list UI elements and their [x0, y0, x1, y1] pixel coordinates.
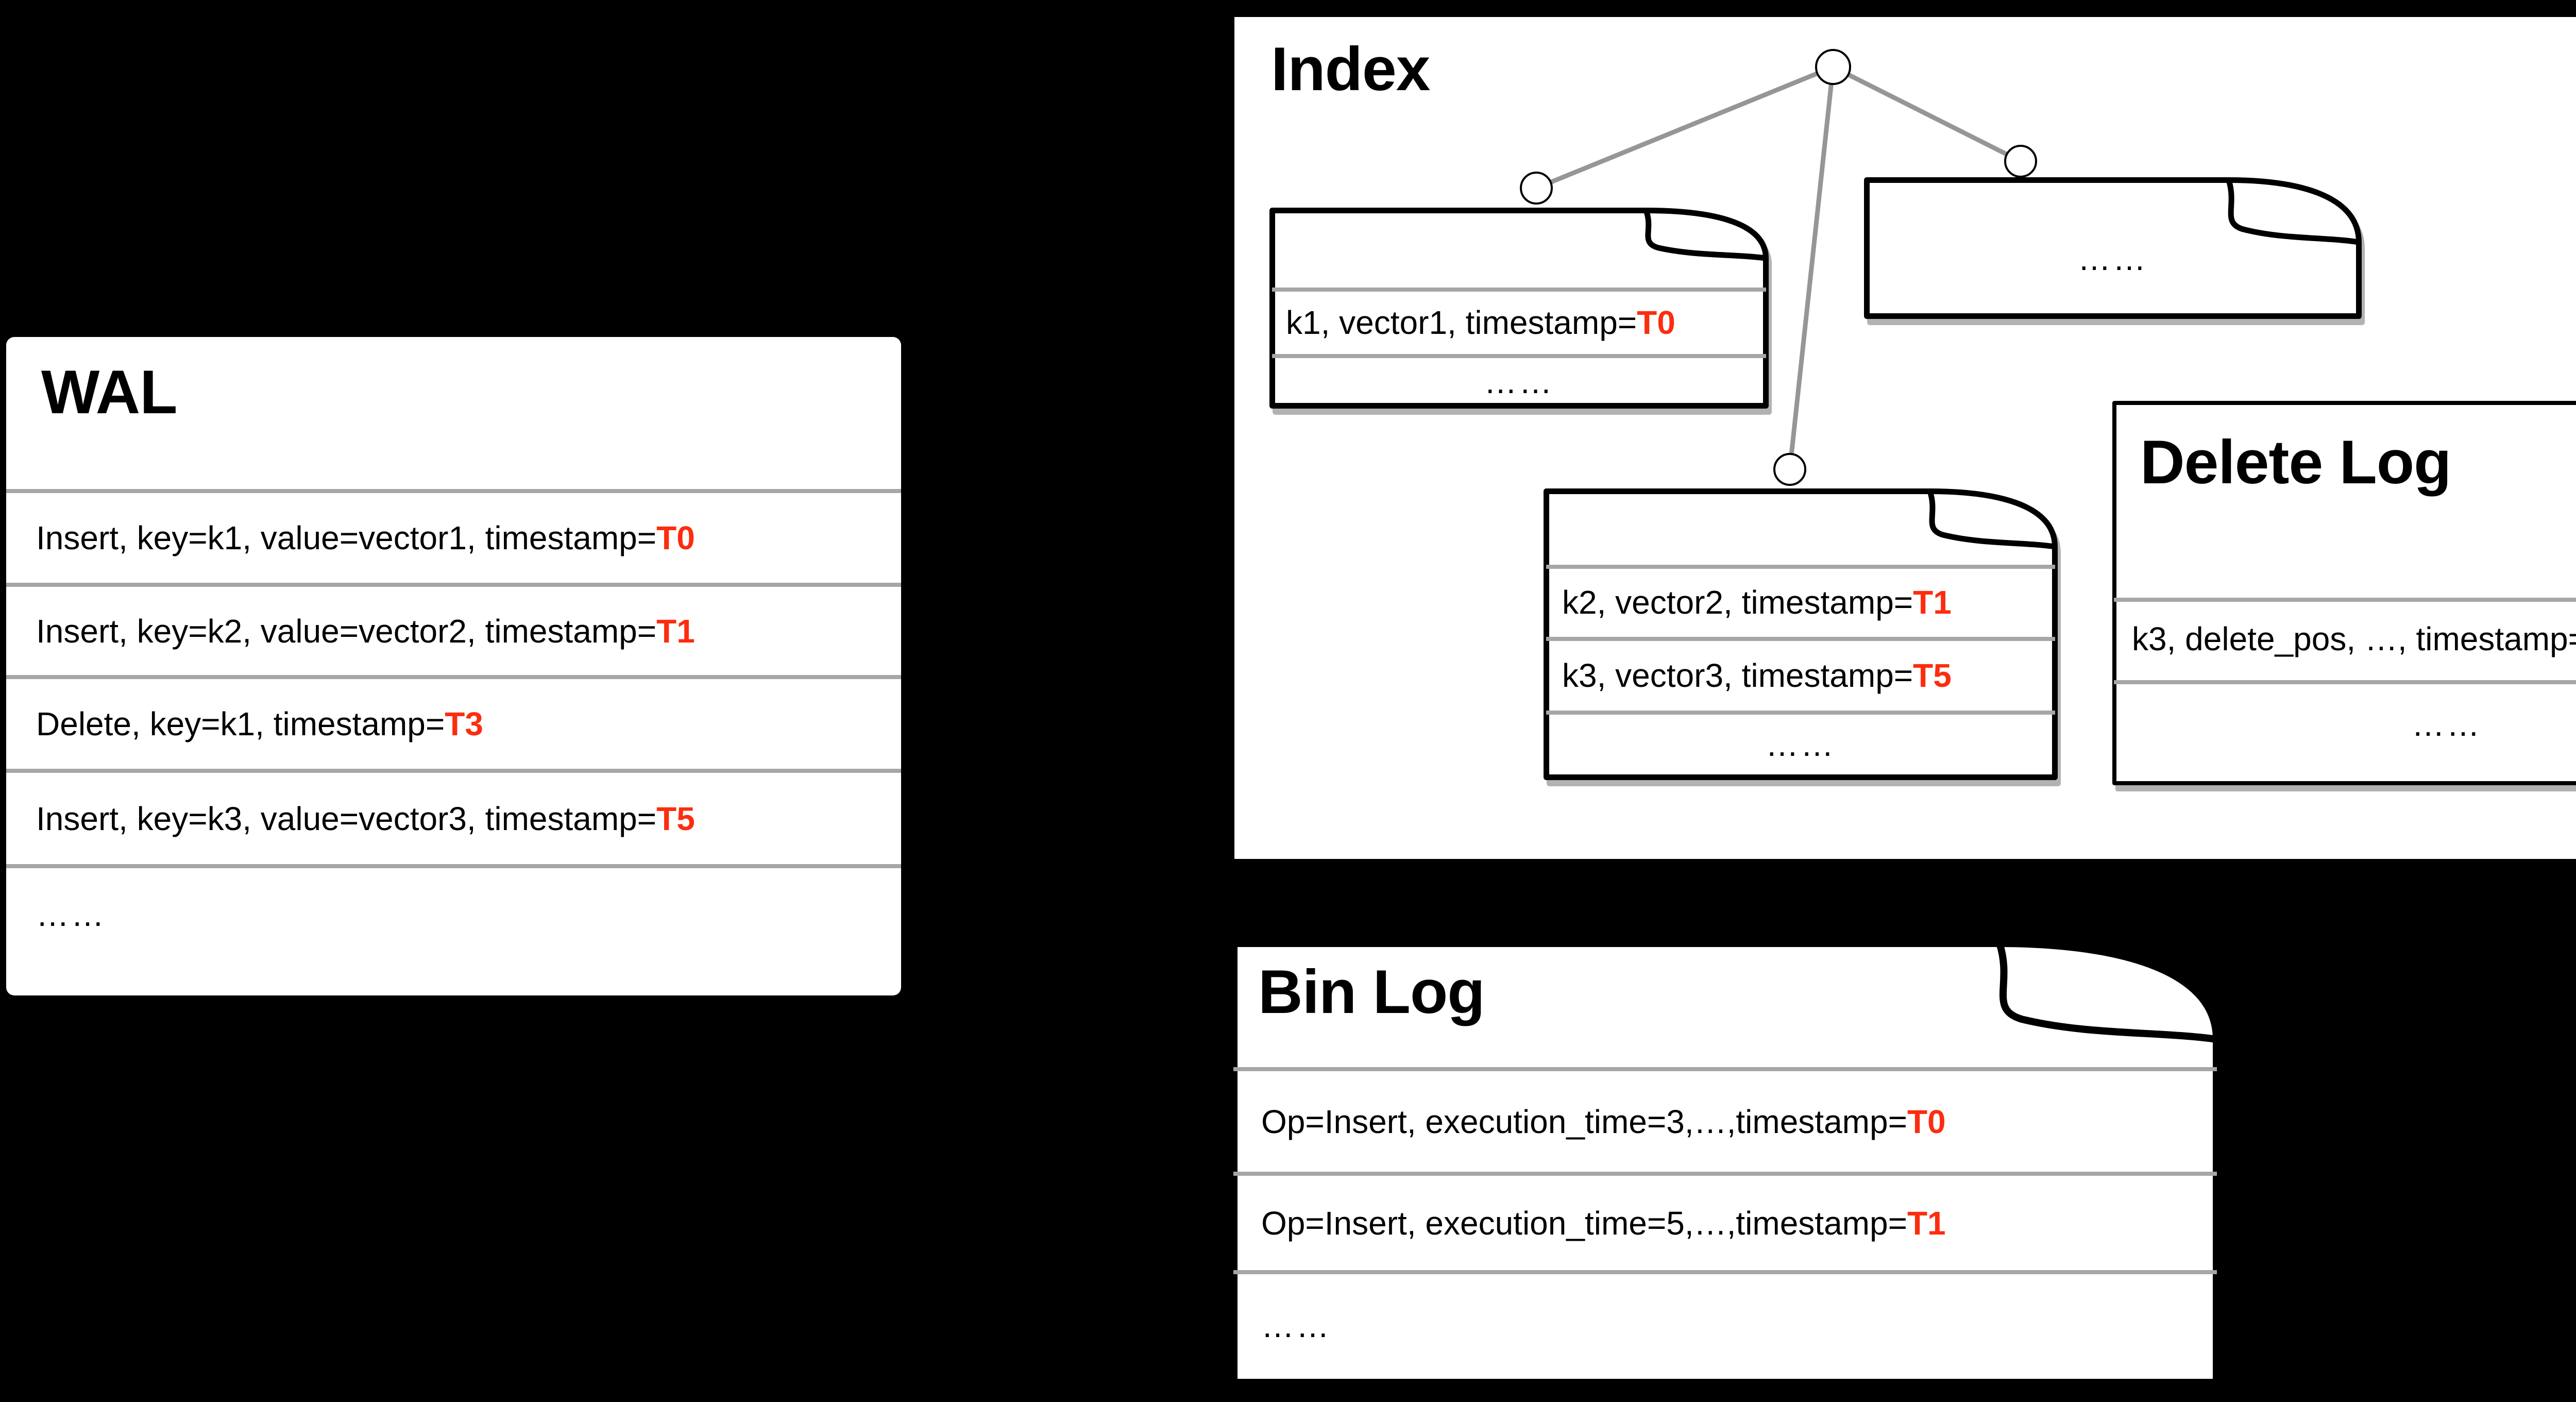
timestamp-value: T1	[1907, 1204, 1946, 1242]
row-divider	[1546, 637, 2055, 641]
delete-log-row: k3, delete_pos, …, timestamp=T3	[2111, 601, 2576, 677]
wal-title: WAL	[41, 358, 178, 427]
tree-node-circle	[2004, 145, 2037, 178]
segment-ellipsis-row: ……	[1543, 714, 2059, 775]
delete-log-doc: Delete Log k3, delete_pos, …, timestamp=…	[2111, 400, 2576, 786]
tree-node-circle	[1773, 453, 1806, 486]
ellipsis-text: ……	[2078, 240, 2148, 277]
timestamp-value: T0	[656, 519, 695, 556]
segment-ellipsis-row: ……	[1863, 197, 2363, 320]
index-segment-doc-k1: k1, vector1, timestamp=T0 ……	[1268, 207, 1770, 410]
wal-row: Insert, key=k3, value=vector3, timestamp…	[6, 773, 901, 864]
timestamp-value: T3	[445, 705, 483, 742]
segment-row-text: k3, vector3, timestamp=	[1562, 656, 1913, 694]
ellipsis-text: ……	[36, 896, 106, 933]
row-divider	[2114, 680, 2576, 684]
timestamp-value: T0	[1907, 1103, 1946, 1140]
row-divider	[6, 489, 901, 493]
index-segment-doc-other: ……	[1863, 176, 2363, 320]
wal-row-text: Delete, key=k1, timestamp=	[36, 705, 445, 742]
segment-row: k1, vector1, timestamp=T0	[1268, 291, 1770, 354]
tree-node-circle	[1520, 172, 1553, 205]
document-content: k1, vector1, timestamp=T0 ……	[1268, 207, 1770, 410]
bin-log-doc: Bin Log Op=Insert, execution_time=3,…,ti…	[1229, 939, 2221, 1387]
segment-row-text: k2, vector2, timestamp=	[1562, 584, 1913, 621]
bin-log-ellipsis-row: ……	[1229, 1274, 2221, 1377]
tree-edge	[1535, 64, 1834, 191]
row-divider	[6, 675, 901, 679]
delete-log-row-text: k3, delete_pos, …, timestamp=	[2132, 620, 2576, 657]
index-title: Index	[1271, 35, 1430, 104]
document-content: Bin Log Op=Insert, execution_time=3,…,ti…	[1229, 939, 2221, 1387]
bin-log-row-text: Op=Insert, execution_time=3,…,timestamp=	[1261, 1103, 1907, 1140]
wal-ellipsis-row: ……	[6, 868, 901, 961]
timestamp-value: T5	[656, 800, 695, 837]
document-content: ……	[1863, 176, 2363, 320]
wal-row-text: Insert, key=k2, value=vector2, timestamp…	[36, 612, 657, 650]
row-divider	[1233, 1172, 2217, 1176]
ellipsis-text: ……	[2412, 706, 2482, 743]
wal-row: Insert, key=k2, value=vector2, timestamp…	[6, 587, 901, 675]
row-divider	[2114, 598, 2576, 602]
row-divider	[6, 864, 901, 868]
wal-row: Delete, key=k1, timestamp=T3	[6, 679, 901, 769]
row-divider	[1272, 288, 1766, 292]
segment-row: k3, vector3, timestamp=T5	[1543, 640, 2059, 711]
ellipsis-text: ……	[1484, 363, 1554, 400]
document-content: k2, vector2, timestamp=T1 k3, vector3, t…	[1543, 487, 2059, 781]
document-page-icon	[1544, 488, 2058, 780]
delete-log-ellipsis-row: ……	[2111, 683, 2576, 766]
bin-log-title: Bin Log	[1258, 957, 1485, 1026]
row-divider	[6, 583, 901, 587]
tree-edge	[1832, 64, 2022, 164]
timestamp-value: T0	[1637, 303, 1675, 341]
segment-row: k2, vector2, timestamp=T1	[1543, 568, 2059, 637]
index-tree-graph	[1520, 49, 2037, 486]
timestamp-value: T5	[1913, 656, 1952, 694]
document-content: Delete Log k3, delete_pos, …, timestamp=…	[2111, 400, 2576, 786]
bin-log-row-text: Op=Insert, execution_time=5,…,timestamp=	[1261, 1204, 1907, 1242]
ellipsis-text: ……	[1766, 726, 1836, 763]
tree-edge	[1787, 66, 1836, 470]
index-panel: Index k1, vector1, timestamp=T0 …… ……	[1234, 17, 2576, 859]
row-divider	[1272, 354, 1766, 358]
timestamp-value: T1	[656, 612, 695, 650]
ellipsis-text: ……	[1261, 1307, 1331, 1344]
wal-row: Insert, key=k1, value=vector1, timestamp…	[6, 493, 901, 583]
timestamp-value: T1	[1913, 584, 1952, 621]
row-divider	[1233, 1270, 2217, 1274]
wal-row-text: Insert, key=k1, value=vector1, timestamp…	[36, 519, 657, 556]
document-page-icon	[2112, 401, 2576, 785]
index-segment-doc-k2k3: k2, vector2, timestamp=T1 k3, vector3, t…	[1543, 487, 2059, 781]
bin-log-row: Op=Insert, execution_time=3,…,timestamp=…	[1229, 1071, 2221, 1172]
document-page-icon	[1864, 177, 2362, 319]
wal-box: WAL Insert, key=k1, value=vector1, times…	[6, 337, 901, 995]
segment-row-text: k1, vector1, timestamp=	[1286, 303, 1637, 341]
row-divider	[6, 769, 901, 773]
delete-log-title: Delete Log	[2140, 428, 2451, 497]
row-divider	[1546, 711, 2055, 715]
row-divider	[1546, 565, 2055, 569]
wal-row-text: Insert, key=k3, value=vector3, timestamp…	[36, 800, 657, 837]
tree-node-circle	[1815, 49, 1851, 85]
row-divider	[1233, 1067, 2217, 1071]
bin-log-row: Op=Insert, execution_time=5,…,timestamp=…	[1229, 1176, 2221, 1270]
segment-ellipsis-row: ……	[1268, 357, 1770, 407]
